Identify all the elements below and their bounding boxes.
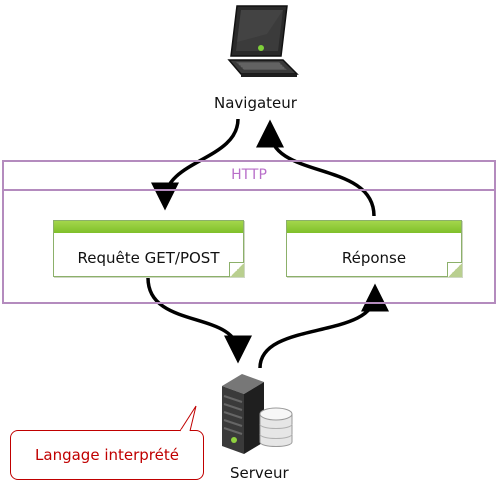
laptop-icon: [227, 5, 299, 77]
arrow-request-to-server: [146, 277, 252, 364]
response-note: Réponse: [286, 220, 462, 277]
arrow-browser-to-request: [151, 118, 240, 211]
server-icon: [222, 374, 264, 454]
response-label: Réponse: [341, 249, 407, 267]
callout-pointer: [179, 405, 197, 432]
browser-label: Navigateur: [214, 94, 297, 112]
http-frame: HTTP: [2, 160, 496, 304]
request-note-bar: [54, 221, 243, 233]
http-band: HTTP: [4, 162, 494, 191]
arrow-response-to-browser: [256, 119, 376, 217]
response-note-fold: [447, 262, 462, 277]
request-label: Requête GET/POST: [77, 249, 220, 267]
response-note-bar: [287, 221, 461, 233]
arrow-server-to-response: [258, 283, 389, 369]
callout-box: Langage interprété: [10, 430, 204, 480]
server-label: Serveur: [230, 464, 289, 482]
http-title: HTTP: [231, 167, 267, 183]
callout-text: Langage interprété: [35, 446, 179, 464]
database-icon: [259, 407, 293, 447]
request-note: Requête GET/POST: [53, 220, 244, 277]
request-note-fold: [229, 262, 244, 277]
